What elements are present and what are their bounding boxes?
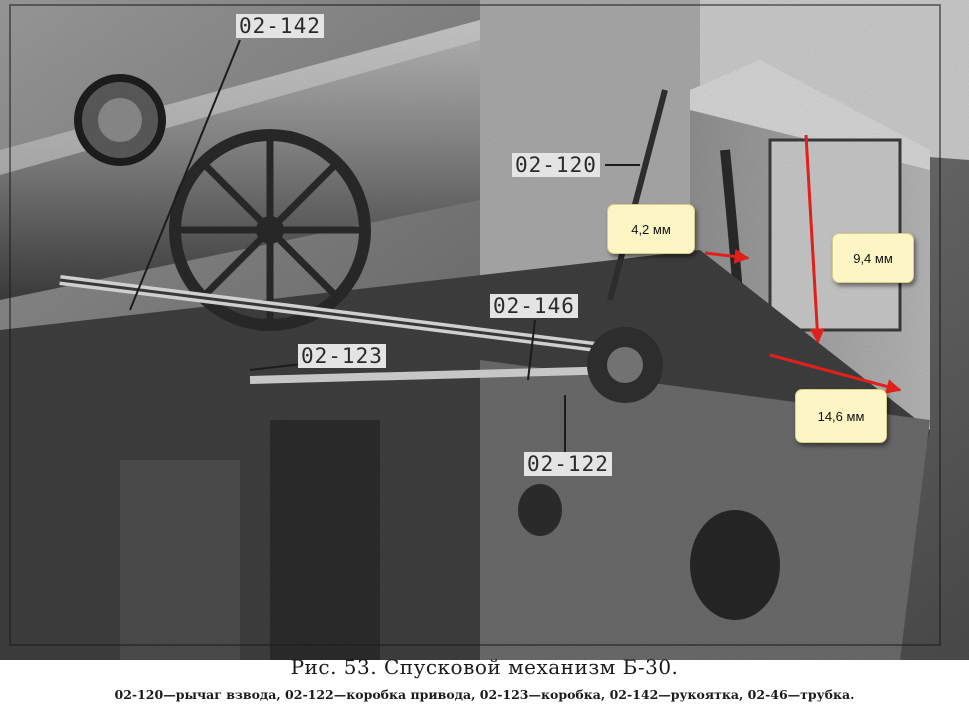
part-label-02-120: 02-120 [512,153,600,177]
photo-background [0,0,969,660]
callout-14-6mm: 14,6 мм [795,389,887,443]
arrow-14-6mm [769,353,902,394]
arrow-9-4mm [804,134,825,344]
callout-9-4mm: 9,4 мм [832,233,914,283]
part-label-02-123: 02-123 [298,344,386,368]
measurement-arrows [704,134,902,394]
part-label-02-146: 02-146 [490,294,578,318]
caption-legend: 02-120—рычаг взвода, 02-122—коробка прив… [114,687,855,702]
caption-title: Рис. 53. Спусковой механизм Б-30. [290,655,679,679]
part-label-02-142: 02-142 [236,14,324,38]
part-label-02-122: 02-122 [524,452,612,476]
figure-caption: Рис. 53. Спусковой механизм Б-30. 02-120… [0,652,969,706]
arrow-4-2mm [704,248,750,264]
callout-4-2mm: 4,2 мм [607,204,695,254]
mechanism-photo [0,0,969,660]
